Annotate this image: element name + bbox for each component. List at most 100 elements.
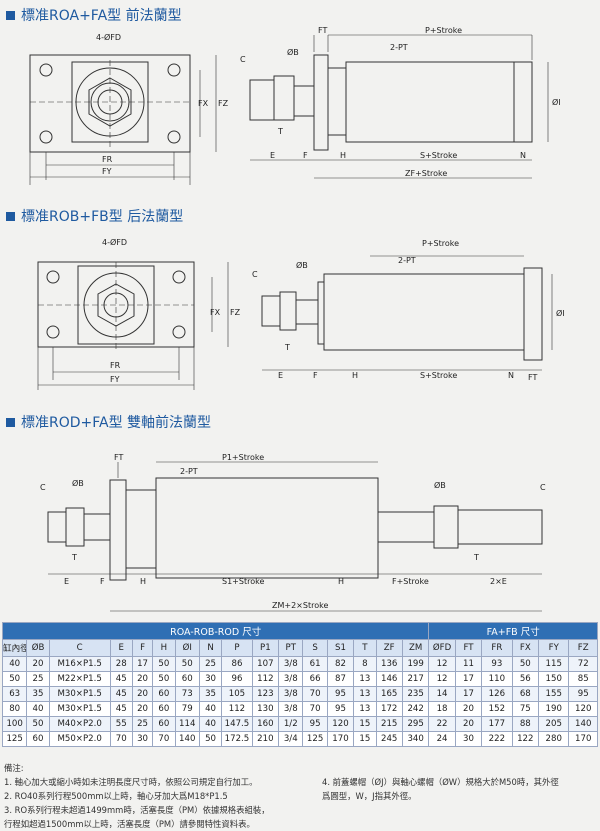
table-cell: 120 bbox=[326, 716, 355, 732]
table-cell: M30×P1.5 bbox=[48, 701, 111, 717]
table-cell: 170 bbox=[326, 731, 355, 747]
col-header: FX bbox=[511, 639, 540, 657]
col-header: FR bbox=[481, 639, 513, 657]
table-cell: 172.5 bbox=[221, 731, 253, 747]
table-cell: 112 bbox=[251, 671, 280, 687]
table-cell: 86 bbox=[221, 656, 253, 672]
table-cell: M50×P2.0 bbox=[48, 731, 111, 747]
table-cell: 160 bbox=[251, 716, 280, 732]
table-cell: 70 bbox=[302, 701, 328, 717]
table-cell: 123 bbox=[251, 686, 280, 702]
col-header: FY bbox=[537, 639, 570, 657]
col-header: ZM bbox=[401, 639, 430, 657]
table-cell: 30 bbox=[454, 731, 483, 747]
section-title-rod: 標准ROD+FA型 雙軸前法蘭型 bbox=[6, 412, 211, 432]
label-ob: ØB bbox=[296, 260, 308, 270]
rod-end-left bbox=[47, 511, 67, 543]
label-s: S+Stroke bbox=[420, 151, 457, 160]
section-title-text: 標准ROB+FB型 后法蘭型 bbox=[21, 209, 184, 225]
section-title-text: 標准ROD+FA型 雙軸前法蘭型 bbox=[21, 415, 212, 431]
rod-shaft bbox=[293, 85, 315, 117]
bolt-hole bbox=[167, 63, 181, 77]
drawing-rod-fa: FT ØB ØB C C 2-PT P1+Stroke T T E F H S1… bbox=[40, 453, 546, 612]
label-fx: FX bbox=[210, 308, 221, 317]
table-cell: 50 bbox=[198, 731, 223, 747]
table-cell: 50 bbox=[511, 656, 540, 672]
table-cell: 3/8 bbox=[278, 701, 304, 717]
drawing-roa-fa: 4-ØFD FX FZ FR FY FT ØB C 2-PT P+Stroke … bbox=[29, 26, 561, 185]
table-cell: 82 bbox=[326, 656, 355, 672]
label-fy: FY bbox=[102, 167, 112, 176]
table-cell: 75 bbox=[511, 701, 540, 717]
bolt-hole bbox=[172, 270, 186, 284]
table-cell: 210 bbox=[251, 731, 280, 747]
table-cell: 50 bbox=[152, 656, 176, 672]
table-cell: 93 bbox=[481, 656, 513, 672]
col-header: 缸內徑 bbox=[1, 639, 28, 657]
label-ob: ØB bbox=[287, 47, 299, 57]
table-cell: 80 bbox=[1, 701, 28, 717]
table-cell: 70 bbox=[302, 686, 328, 702]
table-cell: 35 bbox=[26, 686, 50, 702]
section-title-roa: 標准ROA+FA型 前法蘭型 bbox=[6, 5, 182, 25]
table-cell: 146 bbox=[375, 671, 403, 687]
rod-nut-right bbox=[433, 505, 459, 549]
table-cell: 125 bbox=[302, 731, 328, 747]
rod-shaft bbox=[295, 299, 319, 325]
table-cell: 155 bbox=[537, 686, 570, 702]
table-cell: 112 bbox=[221, 701, 253, 717]
note-item: 3. RO系列行程未超過1499mm時，活塞長度（PM）依據規格表組裝， bbox=[4, 805, 270, 815]
table-cell: 126 bbox=[481, 686, 513, 702]
table-cell: M16×P1.5 bbox=[48, 656, 111, 672]
table-cell: 147.5 bbox=[221, 716, 253, 732]
table-cell: 3/8 bbox=[278, 671, 304, 687]
flange-plate-side bbox=[313, 54, 329, 151]
label-pt: 2-PT bbox=[390, 43, 408, 52]
section-title-rob: 標准ROB+FB型 后法蘭型 bbox=[6, 206, 183, 226]
table-cell: 280 bbox=[537, 731, 570, 747]
dimension-table: ROA-ROB-ROD 尺寸 FA+FB 尺寸 缸內徑 ØB C E F H Ø… bbox=[1, 622, 598, 747]
label-fd: 4-ØFD bbox=[96, 32, 121, 42]
bullet-square-icon bbox=[6, 417, 15, 427]
table-cell: 177 bbox=[481, 716, 513, 732]
table-cell: 15 bbox=[353, 731, 377, 747]
rod-end bbox=[249, 79, 275, 121]
table-cell: 55 bbox=[109, 716, 133, 732]
label-zm: ZM+2×Stroke bbox=[272, 601, 328, 610]
table-cell: 60 bbox=[152, 686, 176, 702]
table-cell: 107 bbox=[251, 656, 280, 672]
label-p: P+Stroke bbox=[425, 26, 462, 35]
label-pt: 2-PT bbox=[398, 256, 416, 265]
label-zf: ZF+Stroke bbox=[405, 169, 447, 178]
label-h: H bbox=[340, 151, 346, 160]
label-n: N bbox=[508, 371, 514, 380]
bolt-hole bbox=[39, 130, 53, 144]
bolt-hole bbox=[167, 130, 181, 144]
table-cell: 152 bbox=[481, 701, 513, 717]
rod-nut bbox=[273, 75, 295, 121]
table-cell: 1/2 bbox=[278, 716, 304, 732]
table-cell: 13 bbox=[353, 671, 377, 687]
label-fr: FR bbox=[110, 361, 121, 370]
cylinder-tube bbox=[345, 61, 515, 143]
table-cell: 85 bbox=[568, 671, 598, 687]
label-e: E bbox=[64, 577, 69, 586]
table-group-right: FA+FB 尺寸 bbox=[428, 622, 598, 640]
label-e: E bbox=[270, 151, 275, 160]
table-cell: 217 bbox=[401, 671, 430, 687]
table-cell: 140 bbox=[174, 731, 200, 747]
table-cell: 73 bbox=[174, 686, 200, 702]
col-header: S1 bbox=[326, 639, 355, 657]
rear-cover bbox=[513, 61, 533, 143]
section-title-text: 標准ROA+FA型 前法蘭型 bbox=[21, 8, 182, 24]
table-cell: 50 bbox=[1, 671, 28, 687]
label-oi: ØI bbox=[556, 308, 565, 318]
bolt-hole bbox=[172, 325, 186, 339]
table-cell: 242 bbox=[401, 701, 430, 717]
table-cell: 87 bbox=[326, 671, 355, 687]
label-c: C bbox=[240, 55, 246, 64]
table-cell: 95 bbox=[326, 686, 355, 702]
table-cell: 25 bbox=[26, 671, 50, 687]
table-cell: 61 bbox=[302, 656, 328, 672]
